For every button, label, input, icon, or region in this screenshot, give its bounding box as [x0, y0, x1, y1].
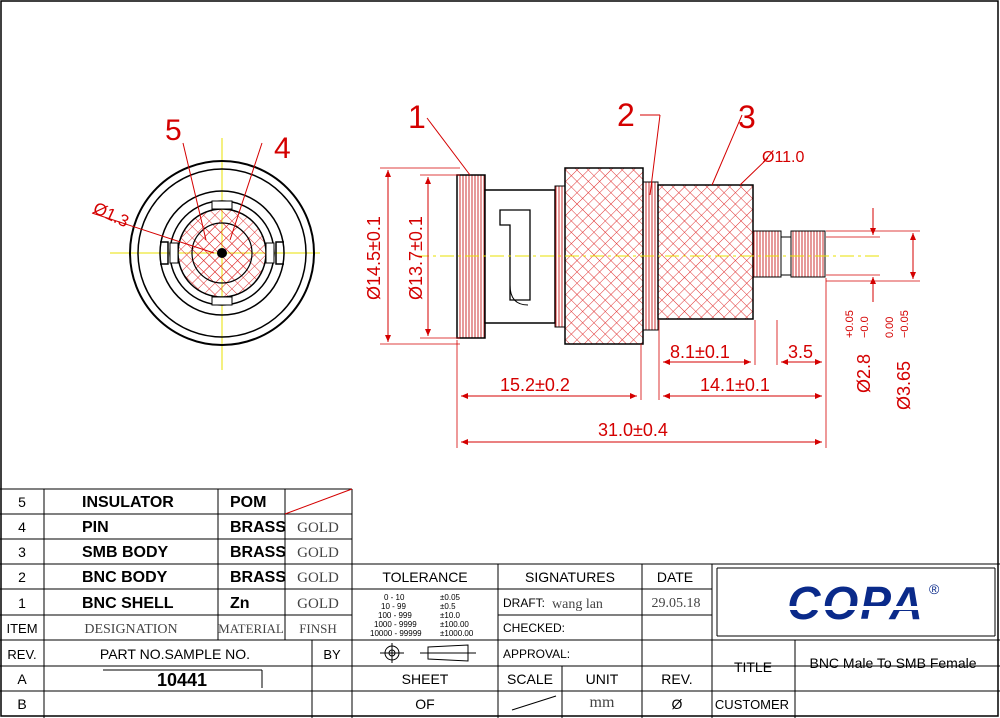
logo-stripe — [778, 606, 930, 610]
by-label: BY — [323, 647, 341, 662]
callout-2: 2 — [617, 97, 635, 133]
dim-pin-diameter: Ø1.3 — [90, 198, 131, 231]
callout-3: 3 — [738, 99, 756, 135]
customer-label: CUSTOMER — [715, 697, 789, 712]
tol-range: 10 - 99 — [381, 602, 406, 611]
part-number: 10441 — [157, 670, 207, 690]
sheet-rev-label: REV. — [661, 671, 692, 687]
dim-body-diameter: Ø11.0 — [762, 149, 805, 166]
rev-a: A — [17, 671, 27, 687]
bom-material: POM — [230, 494, 266, 511]
of-label: OF — [415, 696, 434, 712]
bom-item: 3 — [18, 544, 26, 560]
tol-range: 0 - 10 — [384, 593, 405, 602]
dim-len-14-1: 14.1±0.1 — [700, 375, 770, 395]
tol-range: 100 - 999 — [378, 611, 412, 620]
tol-value: ±100.00 — [440, 620, 469, 629]
tol-value: ±0.5 — [440, 602, 456, 611]
callout-5: 5 — [165, 114, 182, 147]
bom-designation: PIN — [82, 519, 109, 536]
logo-registered-mark: ® — [929, 581, 940, 597]
projection-symbol — [380, 643, 476, 663]
bom-designation: BNC SHELL — [82, 595, 174, 612]
dim-diam-2-8-tol-bot: −0.0 — [859, 316, 871, 338]
dim-len-31-0: 31.0±0.4 — [598, 420, 668, 440]
draft-label: DRAFT: — [503, 596, 545, 610]
bom-header-finish: FINSH — [299, 621, 337, 636]
bom-item: 2 — [18, 569, 26, 585]
unit-label: UNIT — [586, 671, 619, 687]
approval-label: APPROVAL: — [503, 647, 570, 661]
sheet-label: SHEET — [402, 671, 449, 687]
side-view — [415, 167, 880, 345]
tol-value: ±10.0 — [440, 611, 461, 620]
bom-finish: GOLD — [297, 545, 339, 561]
bom-designation: INSULATOR — [82, 494, 174, 511]
bom-item: 4 — [18, 519, 26, 535]
dim-diam-3-65-tol-bot: −0.05 — [899, 310, 911, 338]
dim-len-8-1: 8.1±0.1 — [670, 342, 730, 362]
sheet-rev-value: Ø — [672, 696, 683, 712]
unit-value: mm — [590, 694, 615, 711]
callout-1: 1 — [408, 99, 426, 135]
date-title: DATE — [657, 569, 693, 585]
bom-item: 1 — [18, 595, 26, 611]
draft-date: 29.05.18 — [652, 596, 701, 611]
end-view — [91, 138, 320, 370]
bom-item: 5 — [18, 494, 26, 510]
tol-value: ±0.05 — [440, 593, 461, 602]
bom-material: BRASS — [230, 544, 286, 561]
callout-4: 4 — [274, 132, 291, 165]
dim-diam-3-65-tol-top: 0.00 — [884, 317, 896, 338]
tolerance-table: 0 - 10 ±0.05 10 - 99 ±0.5 100 - 999 ±10.… — [370, 593, 474, 638]
bom-material: Zn — [230, 595, 250, 612]
tolerance-title: TOLERANCE — [382, 569, 467, 585]
bom-header-item: ITEM — [6, 621, 37, 636]
dim-diam-2-8: Ø2.8 — [854, 354, 874, 393]
dim-diam-3-65: Ø3.65 — [894, 361, 914, 410]
scale-value-mark — [511, 695, 557, 711]
part-grid — [0, 640, 1000, 718]
signatures-title: SIGNATURES — [525, 569, 615, 585]
bom-table — [0, 488, 1000, 718]
dim-len-3-5: 3.5 — [788, 342, 813, 362]
signature-grid — [352, 563, 1000, 718]
partno-label: PART NO.SAMPLE NO. — [100, 646, 250, 662]
dim-diam-2-8-tol-top: +0.05 — [844, 310, 856, 338]
rev-label: REV. — [7, 647, 36, 662]
bom-finish: GOLD — [297, 570, 339, 586]
dim-len-15-2: 15.2±0.2 — [500, 375, 570, 395]
draft-name: wang lan — [552, 597, 603, 612]
title-value: BNC Male To SMB Female — [809, 655, 976, 671]
bom-header-material: MATERIAL — [218, 621, 284, 636]
bom-finish: GOLD — [297, 520, 339, 536]
tol-value: ±1000.00 — [440, 629, 474, 638]
bom-header-designation: DESIGNATION — [84, 622, 177, 637]
rev-b: B — [17, 696, 26, 712]
bom-designation: BNC BODY — [82, 569, 168, 586]
dim-shell-outer: Ø14.5±0.1 — [364, 216, 384, 300]
checked-label: CHECKED: — [503, 621, 565, 635]
company-logo: COPA ® — [778, 577, 940, 629]
logo-wordmark: COPA — [787, 577, 925, 629]
bom-material: BRASS — [230, 569, 286, 586]
scale-label: SCALE — [507, 671, 553, 687]
bom-rows: 5 INSULATOR POM 4 PIN BRASS GOLD 3 SMB B… — [6, 494, 339, 637]
title-label: TITLE — [734, 659, 772, 675]
tol-range: 10000 - 99999 — [370, 629, 422, 638]
dim-shell-inner: Ø13.7±0.1 — [406, 216, 426, 300]
bom-designation: SMB BODY — [82, 544, 169, 561]
bom-material: BRASS — [230, 519, 286, 536]
bom-finish: GOLD — [297, 596, 339, 612]
tol-range: 1000 - 9999 — [374, 620, 417, 629]
